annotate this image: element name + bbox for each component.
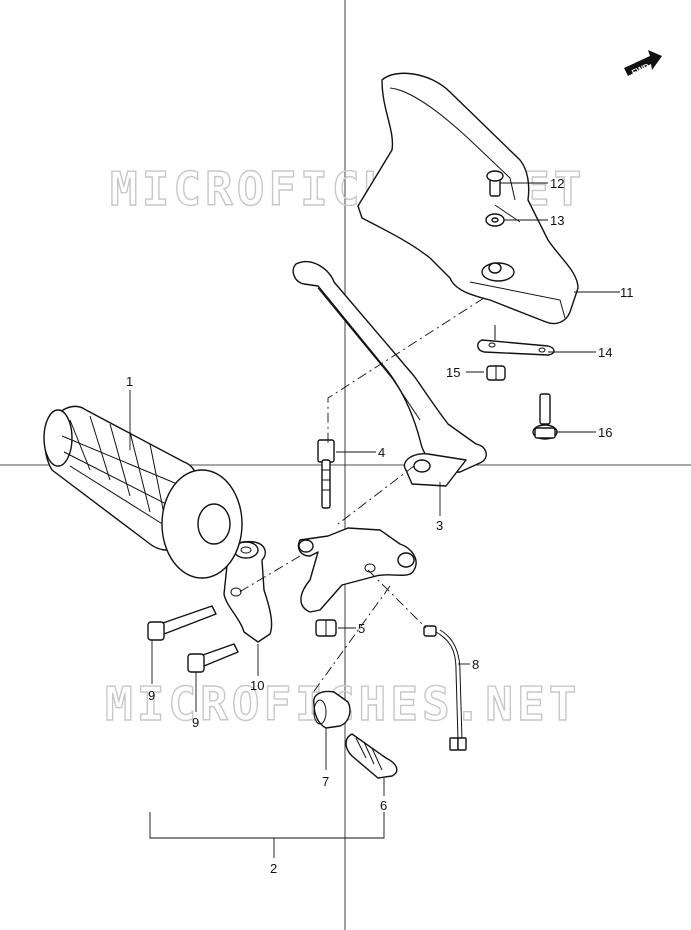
- callout-1: 1: [126, 374, 133, 389]
- callout-9a: 9: [148, 688, 155, 703]
- callout-8: 8: [472, 657, 479, 672]
- pivot-bolt-part: [317, 439, 335, 509]
- callout-12: 12: [550, 176, 564, 191]
- fwd-arrow-icon: FWD: [624, 50, 662, 77]
- switch-part: [423, 625, 467, 751]
- bolt-lower-part: [187, 643, 239, 673]
- callout-labels: 1 2 3 4 5 6 7 8 9 9 10 11 12 13 14 15 16: [126, 176, 634, 876]
- callout-5: 5: [358, 621, 365, 636]
- callout-4: 4: [378, 445, 385, 460]
- callout-9b: 9: [192, 715, 199, 730]
- callout-6: 6: [380, 798, 387, 813]
- callout-14: 14: [598, 345, 612, 360]
- callout-15: 15: [446, 365, 460, 380]
- hand-guard-part: [357, 72, 579, 325]
- screw-part: [486, 170, 504, 197]
- collar-part: [313, 690, 351, 729]
- nut-part: [486, 365, 506, 381]
- sleeve-part: [345, 733, 398, 779]
- holder-part: [223, 540, 273, 643]
- bolt-part: [532, 393, 558, 440]
- nut-small-part: [315, 619, 337, 637]
- callout-13: 13: [550, 213, 564, 228]
- lever-bracket-part: [297, 527, 417, 613]
- washer-part: [485, 213, 505, 227]
- bolt-upper-part: [147, 605, 217, 641]
- callout-2: 2: [270, 861, 277, 876]
- callout-7: 7: [322, 774, 329, 789]
- bracket-plate-part: [477, 325, 555, 356]
- callout-16: 16: [598, 425, 612, 440]
- callout-10: 10: [250, 678, 264, 693]
- leader-lines: [129, 182, 620, 858]
- grip-part: [43, 405, 243, 579]
- callout-11: 11: [620, 285, 634, 300]
- callout-3: 3: [436, 518, 443, 533]
